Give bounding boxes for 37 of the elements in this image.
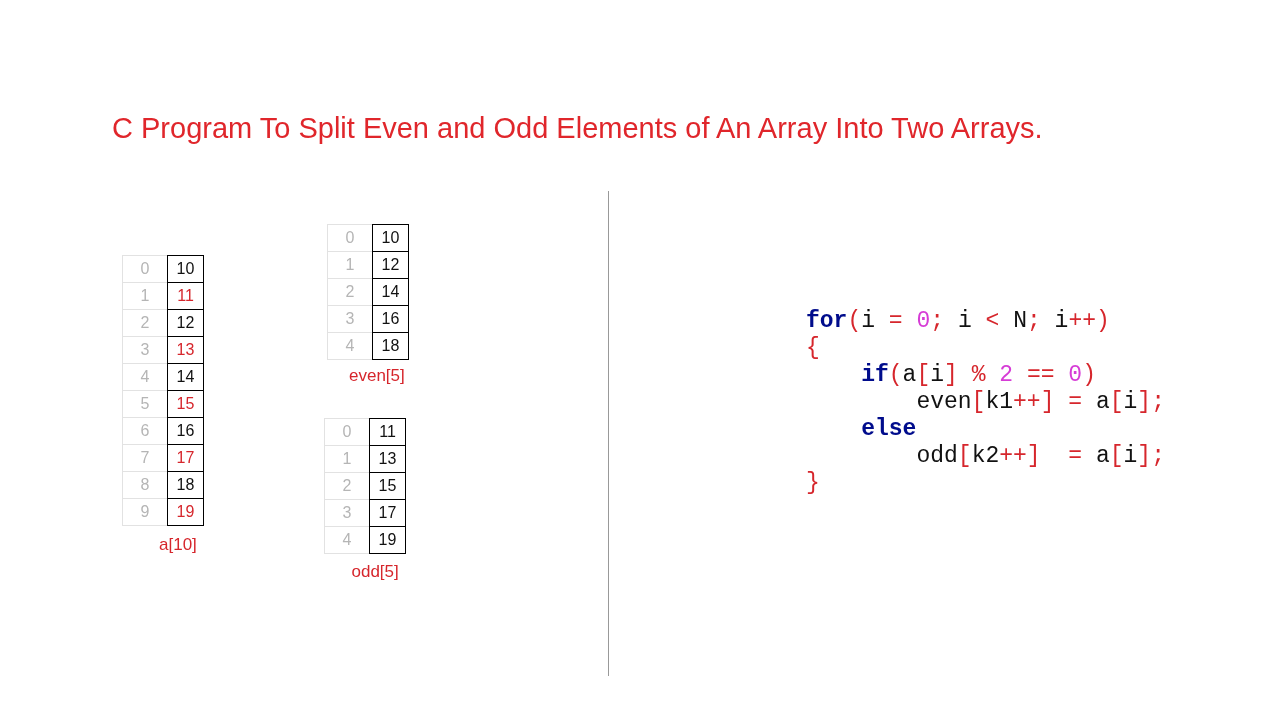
index-cell: 0 <box>324 418 369 446</box>
value-cell: 13 <box>369 446 406 473</box>
value-cell: 11 <box>369 418 406 446</box>
value-cell: 18 <box>167 472 204 499</box>
value-cell: 12 <box>372 252 409 279</box>
value-cell: 12 <box>167 310 204 337</box>
code-line: { <box>806 335 820 362</box>
value-cell: 13 <box>167 337 204 364</box>
value-cell: 14 <box>372 279 409 306</box>
value-cell: 17 <box>167 445 204 472</box>
code-line: if(a[i] % 2 == 0) <box>861 362 1096 389</box>
code-line: even[k1++] = a[i]; <box>916 389 1165 416</box>
value-cell: 18 <box>372 333 409 360</box>
index-cell: 0 <box>327 224 372 252</box>
array-name: a[10] <box>159 535 197 555</box>
value-cell: 11 <box>167 283 204 310</box>
index-cell: 4 <box>324 526 369 554</box>
code-line: for(i = 0; i < N; i++) <box>806 308 1110 335</box>
value-cell: 10 <box>167 255 204 283</box>
value-cell: 17 <box>369 500 406 527</box>
index-cell: 4 <box>327 332 372 360</box>
index-cell: 9 <box>122 498 167 526</box>
index-cell: 0 <box>122 255 167 283</box>
value-cell: 15 <box>369 473 406 500</box>
code-line: odd[k2++] = a[i]; <box>916 443 1165 470</box>
code-line: else <box>861 416 917 443</box>
array-name: odd[5] <box>351 562 399 582</box>
value-cell: 15 <box>167 391 204 418</box>
value-cell: 14 <box>167 364 204 391</box>
code-line: } <box>806 470 820 497</box>
value-cell: 16 <box>372 306 409 333</box>
value-cell: 19 <box>369 527 406 554</box>
value-cell: 19 <box>167 499 204 526</box>
value-cell: 10 <box>372 224 409 252</box>
array-name: even[5] <box>349 366 405 386</box>
title: C Program To Split Even and Odd Elements of An Array Into Two Arrays. <box>112 111 1043 146</box>
value-cell: 16 <box>167 418 204 445</box>
